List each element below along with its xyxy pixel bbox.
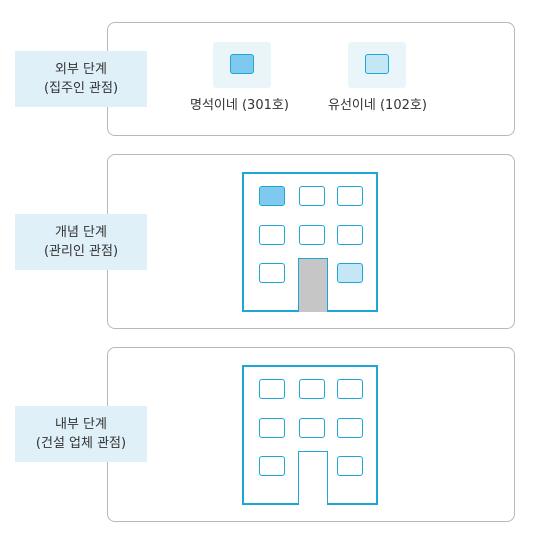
building-window — [259, 379, 285, 399]
unit-301-window-icon — [230, 54, 254, 74]
building-window — [337, 186, 363, 206]
unit-102-window-icon — [365, 54, 389, 74]
external-level-title: 외부 단계 — [55, 62, 107, 77]
building-window — [299, 418, 325, 438]
building-window — [259, 263, 285, 283]
building-window-102 — [337, 263, 363, 283]
unit-301-caption: 명석이네 (301호) — [190, 98, 289, 113]
building-window-301 — [259, 186, 285, 206]
building-window — [299, 225, 325, 245]
building-window — [337, 418, 363, 438]
building-window — [337, 456, 363, 476]
unit-301-view — [213, 42, 271, 88]
external-level-perspective: (집주인 관점) — [43, 81, 119, 96]
building-window — [259, 225, 285, 245]
building-window — [259, 418, 285, 438]
building-window — [259, 456, 285, 476]
external-level-label: 외부 단계 (집주인 관점) — [15, 51, 147, 107]
internal-level-title: 내부 단계 — [55, 417, 107, 432]
conceptual-building-icon — [242, 172, 378, 312]
internal-level-label: 내부 단계 (건설 업체 관점) — [15, 406, 147, 462]
conceptual-level-title: 개념 단계 — [55, 225, 107, 240]
external-level-panel — [107, 22, 515, 136]
building-window — [299, 186, 325, 206]
building-window — [337, 225, 363, 245]
building-door-icon — [298, 451, 328, 505]
conceptual-level-perspective: (관리인 관점) — [43, 244, 119, 259]
unit-102-caption: 유선이네 (102호) — [328, 98, 427, 113]
building-window — [337, 379, 363, 399]
building-window — [299, 379, 325, 399]
unit-102-view — [348, 42, 406, 88]
internal-level-perspective: (건설 업체 관점) — [35, 436, 127, 451]
conceptual-level-label: 개념 단계 (관리인 관점) — [15, 214, 147, 270]
building-door-icon — [298, 258, 328, 312]
internal-building-icon — [242, 365, 378, 505]
